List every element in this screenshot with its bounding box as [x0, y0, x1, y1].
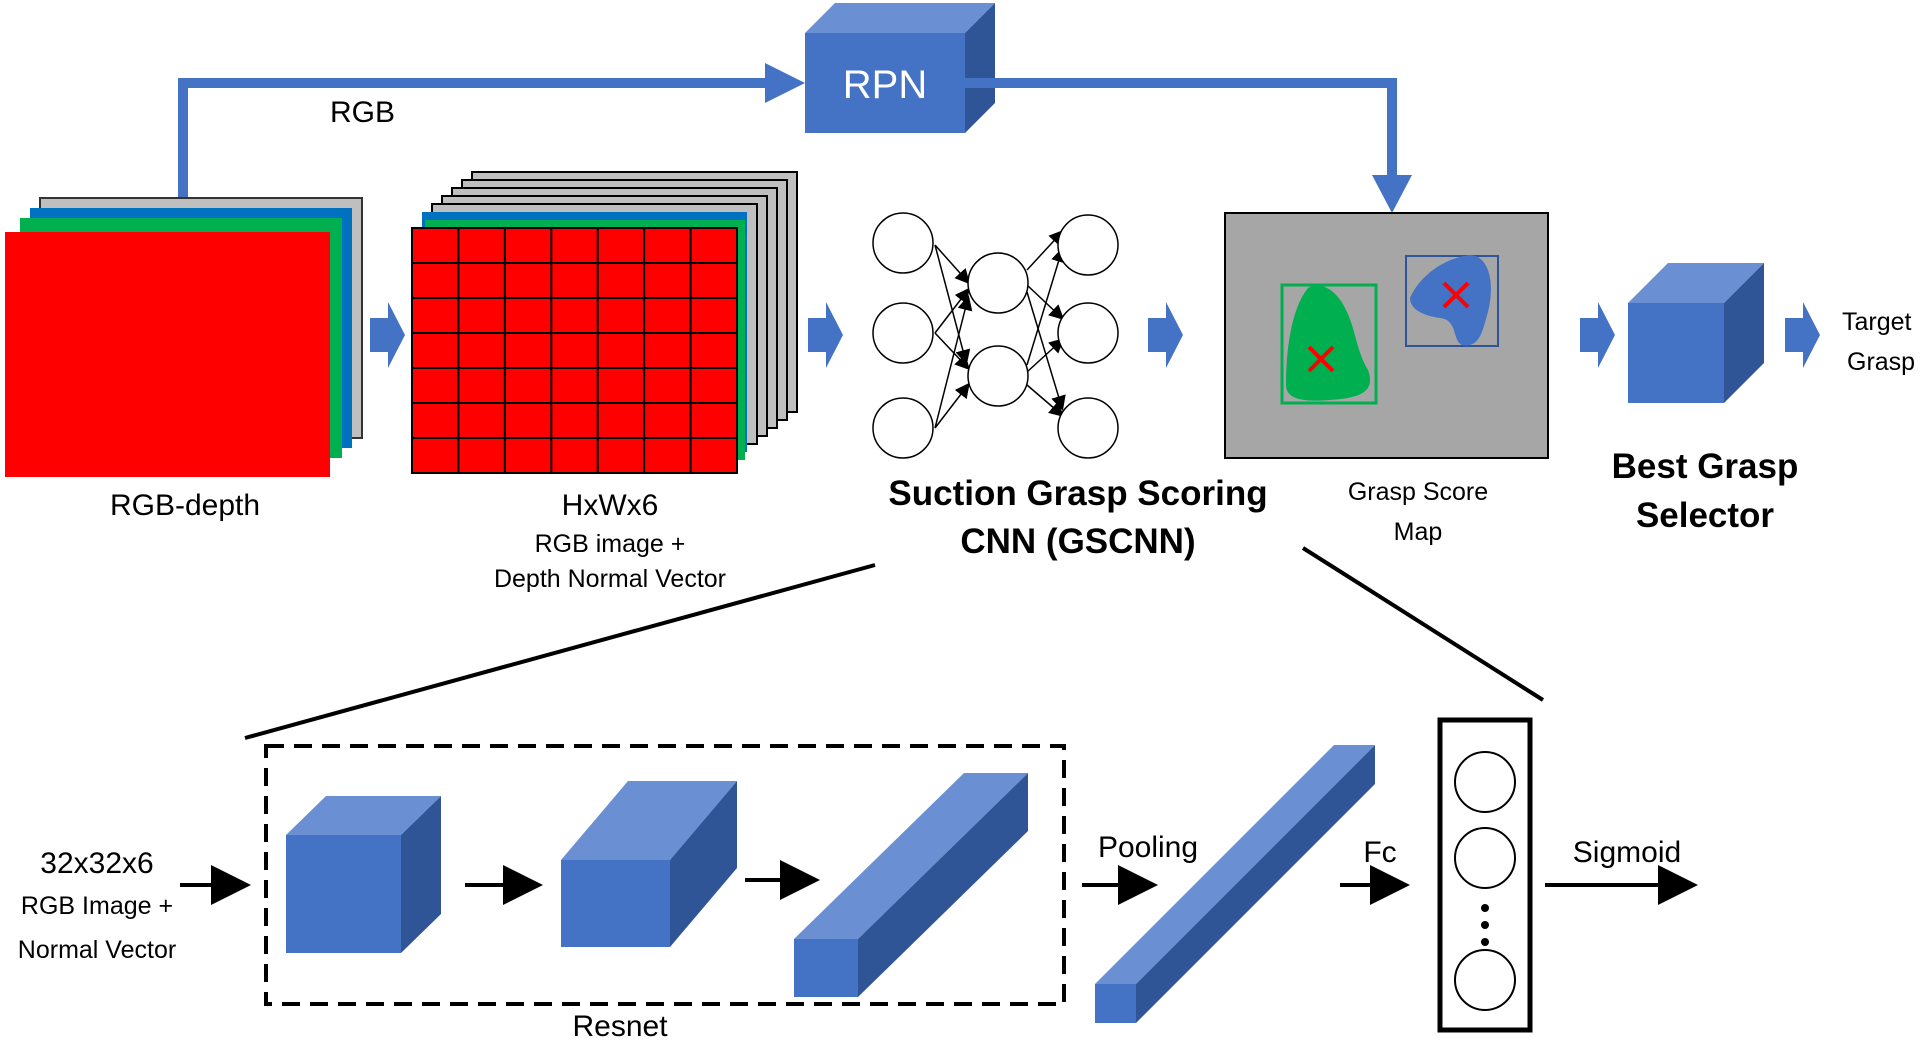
- best-grasp-selector-cube: [1628, 263, 1764, 403]
- flow-arrow-4: [1580, 302, 1615, 368]
- green-grasp-point-icon: [1307, 345, 1335, 373]
- hxwx6-stack: [411, 171, 798, 474]
- ellipsis-dot: [1481, 921, 1489, 929]
- input-rgb-image-label: RGB Image +: [21, 892, 173, 920]
- flow-arrow-2: [808, 302, 843, 368]
- pooled-feature-bar: [1095, 745, 1375, 1023]
- grid-layer: [411, 227, 738, 474]
- ellipsis-dot: [1481, 938, 1489, 946]
- fc-node: [1454, 949, 1516, 1011]
- nn-node: [967, 345, 1029, 407]
- ellipsis-dot: [1481, 904, 1489, 912]
- hxwx6-label: HxWx6: [562, 489, 659, 522]
- nn-node: [872, 212, 934, 274]
- flow-arrow-1: [370, 302, 405, 368]
- best-grasp-label-line1: Best Grasp: [1612, 447, 1799, 486]
- resnet-block-1: [286, 796, 441, 953]
- green-grasp-region: [1286, 285, 1371, 401]
- resnet-box: [264, 744, 1066, 1006]
- green-bbox: [1280, 283, 1378, 405]
- rpn-to-map-arrowhead: [1372, 175, 1412, 213]
- fc-label: Fc: [1363, 836, 1396, 869]
- gscnn-title-line1: Suction Grasp Scoring: [888, 474, 1267, 513]
- resnet-block-2: [561, 781, 737, 947]
- grasp-score-label-line2: Map: [1394, 518, 1443, 546]
- red-layer: [5, 232, 330, 477]
- input-size-label: 32x32x6: [40, 847, 153, 880]
- input-normal-vector-label: Normal Vector: [18, 936, 176, 964]
- rgb-branch-label: RGB: [330, 96, 395, 129]
- nn-node: [1057, 214, 1119, 276]
- blue-grasp-point-icon: [1442, 281, 1470, 309]
- rgb-depth-label: RGB-depth: [110, 489, 260, 522]
- pooling-label: Pooling: [1098, 831, 1198, 864]
- rpn-label: RPN: [843, 63, 927, 107]
- best-grasp-label-line2: Selector: [1636, 496, 1774, 535]
- rgb-image-plus-label: RGB image +: [535, 530, 686, 558]
- resnet-label: Resnet: [572, 1010, 668, 1039]
- nn-node: [1057, 302, 1119, 364]
- depth-normal-vector-label: Depth Normal Vector: [494, 565, 726, 593]
- fc-output-column: [1437, 717, 1533, 1033]
- flow-arrow-3: [1148, 302, 1183, 368]
- nn-node: [1057, 397, 1119, 459]
- rgb-branch-connector: [178, 63, 805, 200]
- resnet-block-3: [794, 773, 1028, 997]
- target-grasp-line1: Target: [1842, 308, 1912, 336]
- sigmoid-label: Sigmoid: [1573, 836, 1681, 869]
- flow-arrow-5: [1785, 302, 1820, 368]
- rpn-to-score-map-connector: [965, 78, 1412, 213]
- zoom-line-left: [244, 563, 876, 740]
- nn-node: [872, 397, 934, 459]
- zoom-line-right: [1301, 546, 1545, 702]
- rpn-cube: [805, 3, 995, 133]
- gscnn-title-line2: CNN (GSCNN): [960, 522, 1195, 561]
- grasp-score-map: [1224, 212, 1549, 459]
- nn-node: [967, 252, 1029, 314]
- rgb-to-rpn-arrowhead: [765, 63, 805, 103]
- target-grasp-line2: Grasp: [1847, 348, 1915, 376]
- fc-node: [1454, 751, 1516, 813]
- blue-bbox: [1405, 255, 1499, 347]
- neural-network-icon: [872, 212, 1119, 459]
- grasp-score-label-line1: Grasp Score: [1348, 478, 1488, 506]
- nn-node: [872, 302, 934, 364]
- rgb-depth-stack: [5, 197, 363, 477]
- fc-node: [1454, 827, 1516, 889]
